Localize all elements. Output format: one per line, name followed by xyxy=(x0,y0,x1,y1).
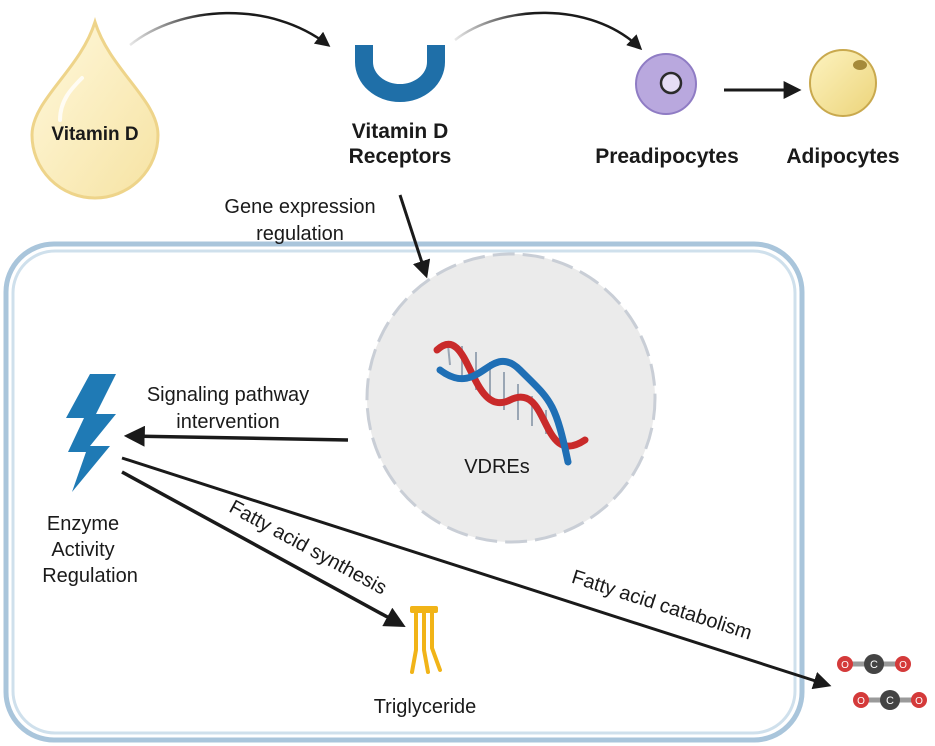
co2-atom-o2: O xyxy=(915,696,923,707)
vitamin-d-label: Vitamin D xyxy=(51,124,138,145)
arrow-enzyme-to-triglyceride xyxy=(121,470,406,628)
gene-expression-label-line1: Gene expression xyxy=(224,196,375,218)
signaling-label-line1: Signaling pathway xyxy=(147,384,309,406)
co2-molecule-icon: O C O xyxy=(853,690,927,710)
co2-atom-o1: O xyxy=(857,696,865,707)
lightning-bolt-icon xyxy=(66,374,116,492)
enzyme-label-line1: Enzyme xyxy=(47,513,119,535)
cell-membrane-inner xyxy=(11,249,797,735)
cell-membrane-outer xyxy=(3,241,805,743)
gene-expression-label-line2: regulation xyxy=(256,223,344,245)
co2-atom-o2: O xyxy=(899,660,907,671)
vdr-label-line1: Vitamin D xyxy=(352,120,448,143)
triglyceride-label: Triglyceride xyxy=(374,696,477,718)
preadipocyte-icon xyxy=(635,53,697,115)
adipocyte-icon xyxy=(809,49,877,117)
co2-molecule-icon: O C O xyxy=(837,654,911,674)
dna-helix-icon xyxy=(433,340,589,466)
vitamin-d-receptor-icon xyxy=(355,45,445,102)
fatty-acid-synthesis-label: Fatty acid synthesis xyxy=(226,496,391,599)
vdres-label: VDREs xyxy=(464,456,530,478)
arrow-nucleus-to-enzyme xyxy=(123,425,349,447)
enzyme-label-line3: Regulation xyxy=(42,565,138,587)
adipocytes-label: Adipocytes xyxy=(786,145,899,168)
vdr-label-line2: Receptors xyxy=(349,145,452,168)
co2-atom-o1: O xyxy=(841,660,849,671)
co2-atom-c: C xyxy=(870,659,878,671)
arrow-receptor-to-nucleus xyxy=(398,194,431,279)
preadipocytes-label: Preadipocytes xyxy=(595,145,739,168)
signaling-label-line2: intervention xyxy=(176,411,279,433)
arrow-receptor-to-preadipocyte xyxy=(454,11,643,51)
arrow-enzyme-to-co2 xyxy=(121,456,832,690)
co2-atom-c: C xyxy=(886,695,894,707)
enzyme-label-line2: Activity xyxy=(51,539,114,561)
vitamin-d-drop-icon xyxy=(30,16,160,200)
triglyceride-icon xyxy=(410,606,442,674)
arrow-drop-to-receptor xyxy=(129,11,331,47)
